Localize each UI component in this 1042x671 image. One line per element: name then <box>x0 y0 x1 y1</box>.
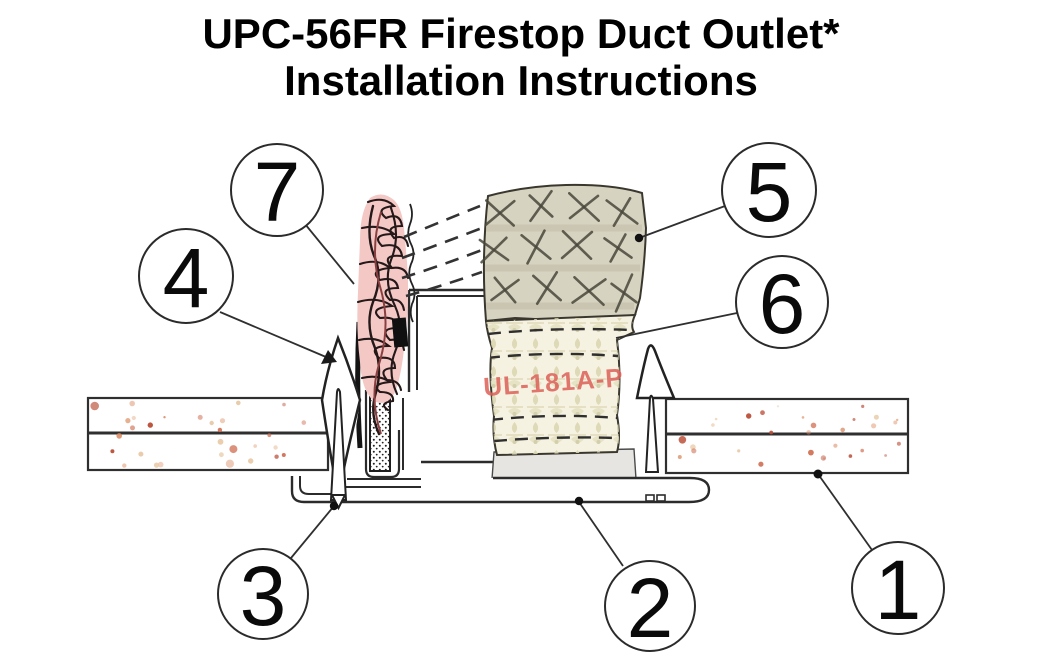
svg-text:1: 1 <box>875 543 922 637</box>
leader-line-4 <box>219 311 337 364</box>
plate-tab <box>656 494 666 502</box>
insulation-hatch-marks <box>478 189 639 313</box>
title-line-2: Installation Instructions <box>284 57 758 105</box>
callouts: 7 4 5 6 3 2 1 <box>138 142 945 655</box>
mineral-wool-packing <box>356 194 416 436</box>
callout-7: 7 <box>230 143 324 239</box>
title-line-1: UPC-56FR Firestop Duct Outlet* <box>202 10 840 57</box>
callout-6: 6 <box>735 255 829 351</box>
callout-2: 2 <box>604 560 696 655</box>
callout-4: 4 <box>138 228 234 325</box>
leader-line-6 <box>615 312 738 339</box>
leader-line-1 <box>813 469 873 551</box>
plate-tab <box>645 494 655 502</box>
svg-text:2: 2 <box>627 561 674 655</box>
svg-text:4: 4 <box>163 231 210 325</box>
gypsum-speckles-right <box>677 404 901 467</box>
gasket-channel <box>364 390 401 479</box>
duct-wrap-insulation <box>478 183 648 323</box>
spring-clip-left <box>320 334 362 511</box>
gypsum-speckles-left <box>90 400 307 468</box>
svg-text:6: 6 <box>759 257 806 351</box>
callout-3: 3 <box>217 548 309 643</box>
ceiling-board-right <box>664 397 910 475</box>
retaining-clip <box>391 317 409 348</box>
svg-text:3: 3 <box>240 549 287 643</box>
duct-break-lines <box>401 204 483 298</box>
spring-blade-tip-left <box>330 494 347 511</box>
callout-5: 5 <box>721 142 817 239</box>
callout-1: 1 <box>851 541 945 637</box>
leader-line-3 <box>290 501 339 559</box>
frame-j-channel <box>290 476 711 504</box>
wool-edge-wavy-line <box>407 203 416 323</box>
svg-text:5: 5 <box>746 145 793 239</box>
leader-line-7 <box>304 223 355 285</box>
leader-line-2 <box>574 496 624 567</box>
flex-duct-wrap: UL-181A-P <box>482 313 637 457</box>
page-title: UPC-56FR Firestop Duct Outlet* Installat… <box>0 10 1042 105</box>
spring-clip-right <box>635 344 676 473</box>
leader-line-5 <box>634 205 726 243</box>
spring-blade-left <box>329 388 348 501</box>
leader-lines <box>219 205 873 567</box>
ceiling-board-left <box>86 396 330 472</box>
svg-text:7: 7 <box>254 145 301 239</box>
spring-blade-right <box>644 394 660 473</box>
